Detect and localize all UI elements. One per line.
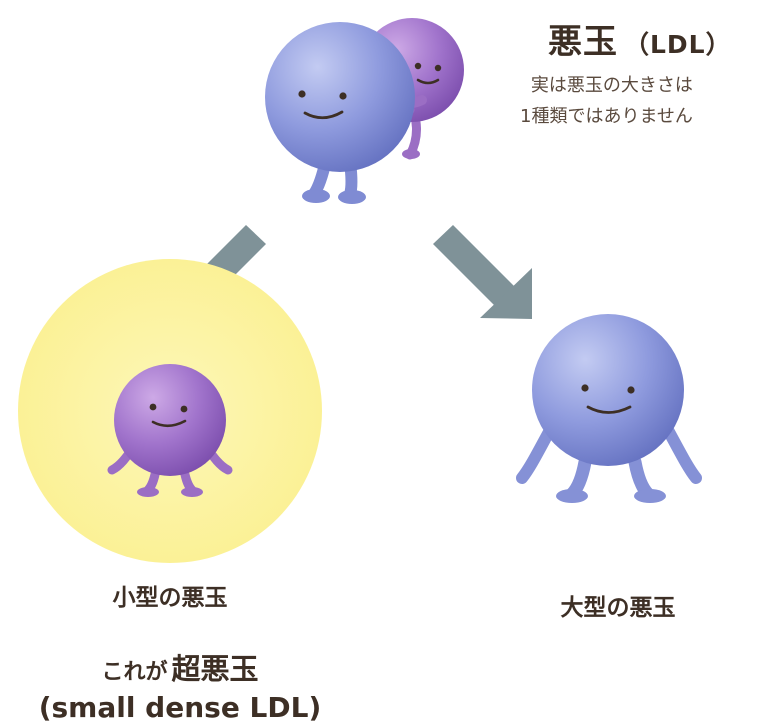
arrow-to-large-ldl [433, 225, 532, 319]
ldl-title-suffix: （LDL） [624, 30, 732, 59]
large-ldl-character [516, 314, 702, 503]
conclusion-english: (small dense LDL) [38, 691, 322, 724]
large-ldl-label: 大型の悪玉 [560, 595, 676, 621]
conclusion-emphasis: 超悪玉 [171, 652, 259, 686]
small-ldl-character [107, 364, 233, 497]
ldl-title: 悪玉（LDL） [548, 14, 732, 63]
conclusion-line1: これが超悪玉 [0, 652, 360, 690]
top-blue-ldl-character [265, 22, 427, 204]
size-note: 実は悪玉の大きさは 1種類ではありません [520, 70, 693, 132]
size-note-line1: 実は悪玉の大きさは [530, 75, 693, 96]
small-ldl-label: 小型の悪玉 [112, 585, 228, 611]
size-note-line2: 1種類ではありません [520, 106, 693, 127]
conclusion-text: これが超悪玉 (small dense LDL) [0, 652, 360, 726]
conclusion-prefix: これが [101, 660, 168, 685]
ldl-title-main: 悪玉 [548, 22, 618, 62]
